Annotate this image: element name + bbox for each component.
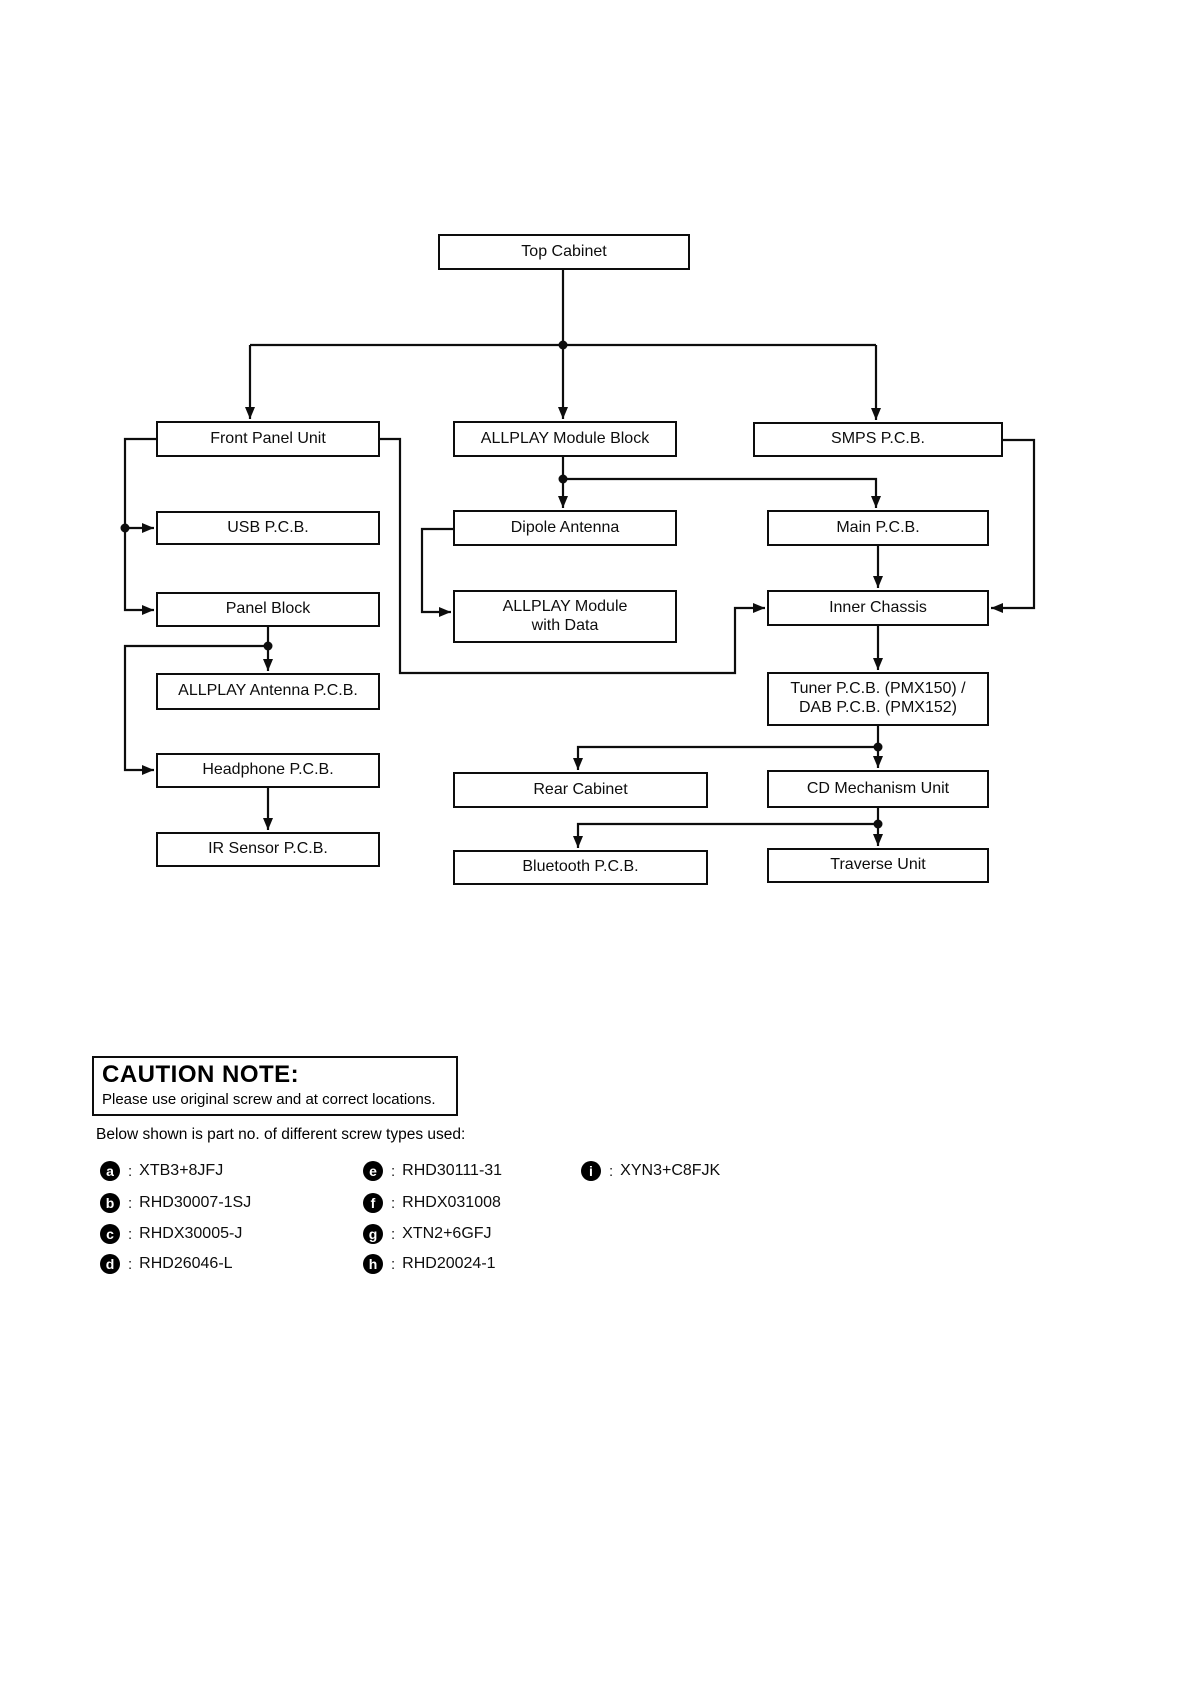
screw-item-a: a : XTB3+8JFJ (100, 1161, 223, 1181)
screw-code: XTB3+8JFJ (139, 1162, 224, 1179)
node-allplay-antenna-pcb: ALLPLAY Antenna P.C.B. (156, 673, 380, 710)
node-rear-cabinet: Rear Cabinet (453, 772, 708, 808)
screw-code: RHD26046-L (139, 1255, 233, 1272)
junction-dots (120, 340, 883, 829)
screw-list-subtitle: Below shown is part no. of different scr… (96, 1126, 466, 1143)
caution-note-box: CAUTION NOTE: Please use original screw … (92, 1056, 458, 1116)
screw-letter-badge: c (100, 1224, 120, 1244)
screw-letter-badge: e (363, 1161, 383, 1181)
screw-item-f: f : RHDX031008 (363, 1193, 501, 1213)
screw-letter-badge: d (100, 1254, 120, 1274)
screw-code: RHD30111-31 (402, 1162, 503, 1179)
node-inner-chassis: Inner Chassis (767, 590, 989, 626)
node-smps-pcb: SMPS P.C.B. (753, 422, 1003, 457)
node-front-panel-unit: Front Panel Unit (156, 421, 380, 457)
node-allplay-module-with-data: ALLPLAY Module with Data (453, 590, 677, 643)
node-main-pcb: Main P.C.B. (767, 510, 989, 546)
screw-item-c: c : RHDX30005-J (100, 1224, 242, 1244)
screw-code: RHD20024-1 (402, 1255, 496, 1272)
screw-letter-badge: g (363, 1224, 383, 1244)
caution-title: CAUTION NOTE: (102, 1061, 300, 1088)
screw-letter-badge: i (581, 1161, 601, 1181)
caution-message: Please use original screw and at correct… (102, 1091, 436, 1108)
node-panel-block: Panel Block (156, 592, 380, 627)
node-allplay-module-block: ALLPLAY Module Block (453, 421, 677, 457)
screw-code: XYN3+C8FJK (620, 1162, 721, 1179)
node-ir-sensor-pcb: IR Sensor P.C.B. (156, 832, 380, 867)
node-bluetooth-pcb: Bluetooth P.C.B. (453, 850, 708, 885)
node-headphone-pcb: Headphone P.C.B. (156, 753, 380, 788)
screw-letter-badge: a (100, 1161, 120, 1181)
screw-item-d: d : RHD26046-L (100, 1254, 233, 1274)
screw-code: RHD30007-1SJ (139, 1194, 252, 1211)
screw-letter-badge: b (100, 1193, 120, 1213)
node-top-cabinet: Top Cabinet (438, 234, 690, 270)
node-dipole-antenna: Dipole Antenna (453, 510, 677, 546)
screw-code: RHDX031008 (402, 1194, 501, 1211)
screw-item-h: h : RHD20024-1 (363, 1254, 496, 1274)
screw-item-e: e : RHD30111-31 (363, 1161, 502, 1181)
node-tuner-dab-pcb: Tuner P.C.B. (PMX150) / DAB P.C.B. (PMX1… (767, 672, 989, 726)
screw-item-b: b : RHD30007-1SJ (100, 1193, 251, 1213)
node-usb-pcb: USB P.C.B. (156, 511, 380, 545)
screw-code: XTN2+6GFJ (402, 1225, 492, 1242)
screw-letter-badge: h (363, 1254, 383, 1274)
node-cd-mechanism-unit: CD Mechanism Unit (767, 770, 989, 808)
screw-letter-badge: f (363, 1193, 383, 1213)
node-traverse-unit: Traverse Unit (767, 848, 989, 883)
screw-item-g: g : XTN2+6GFJ (363, 1224, 492, 1244)
screw-item-i: i : XYN3+C8FJK (581, 1161, 720, 1181)
screw-code: RHDX30005-J (139, 1225, 243, 1242)
